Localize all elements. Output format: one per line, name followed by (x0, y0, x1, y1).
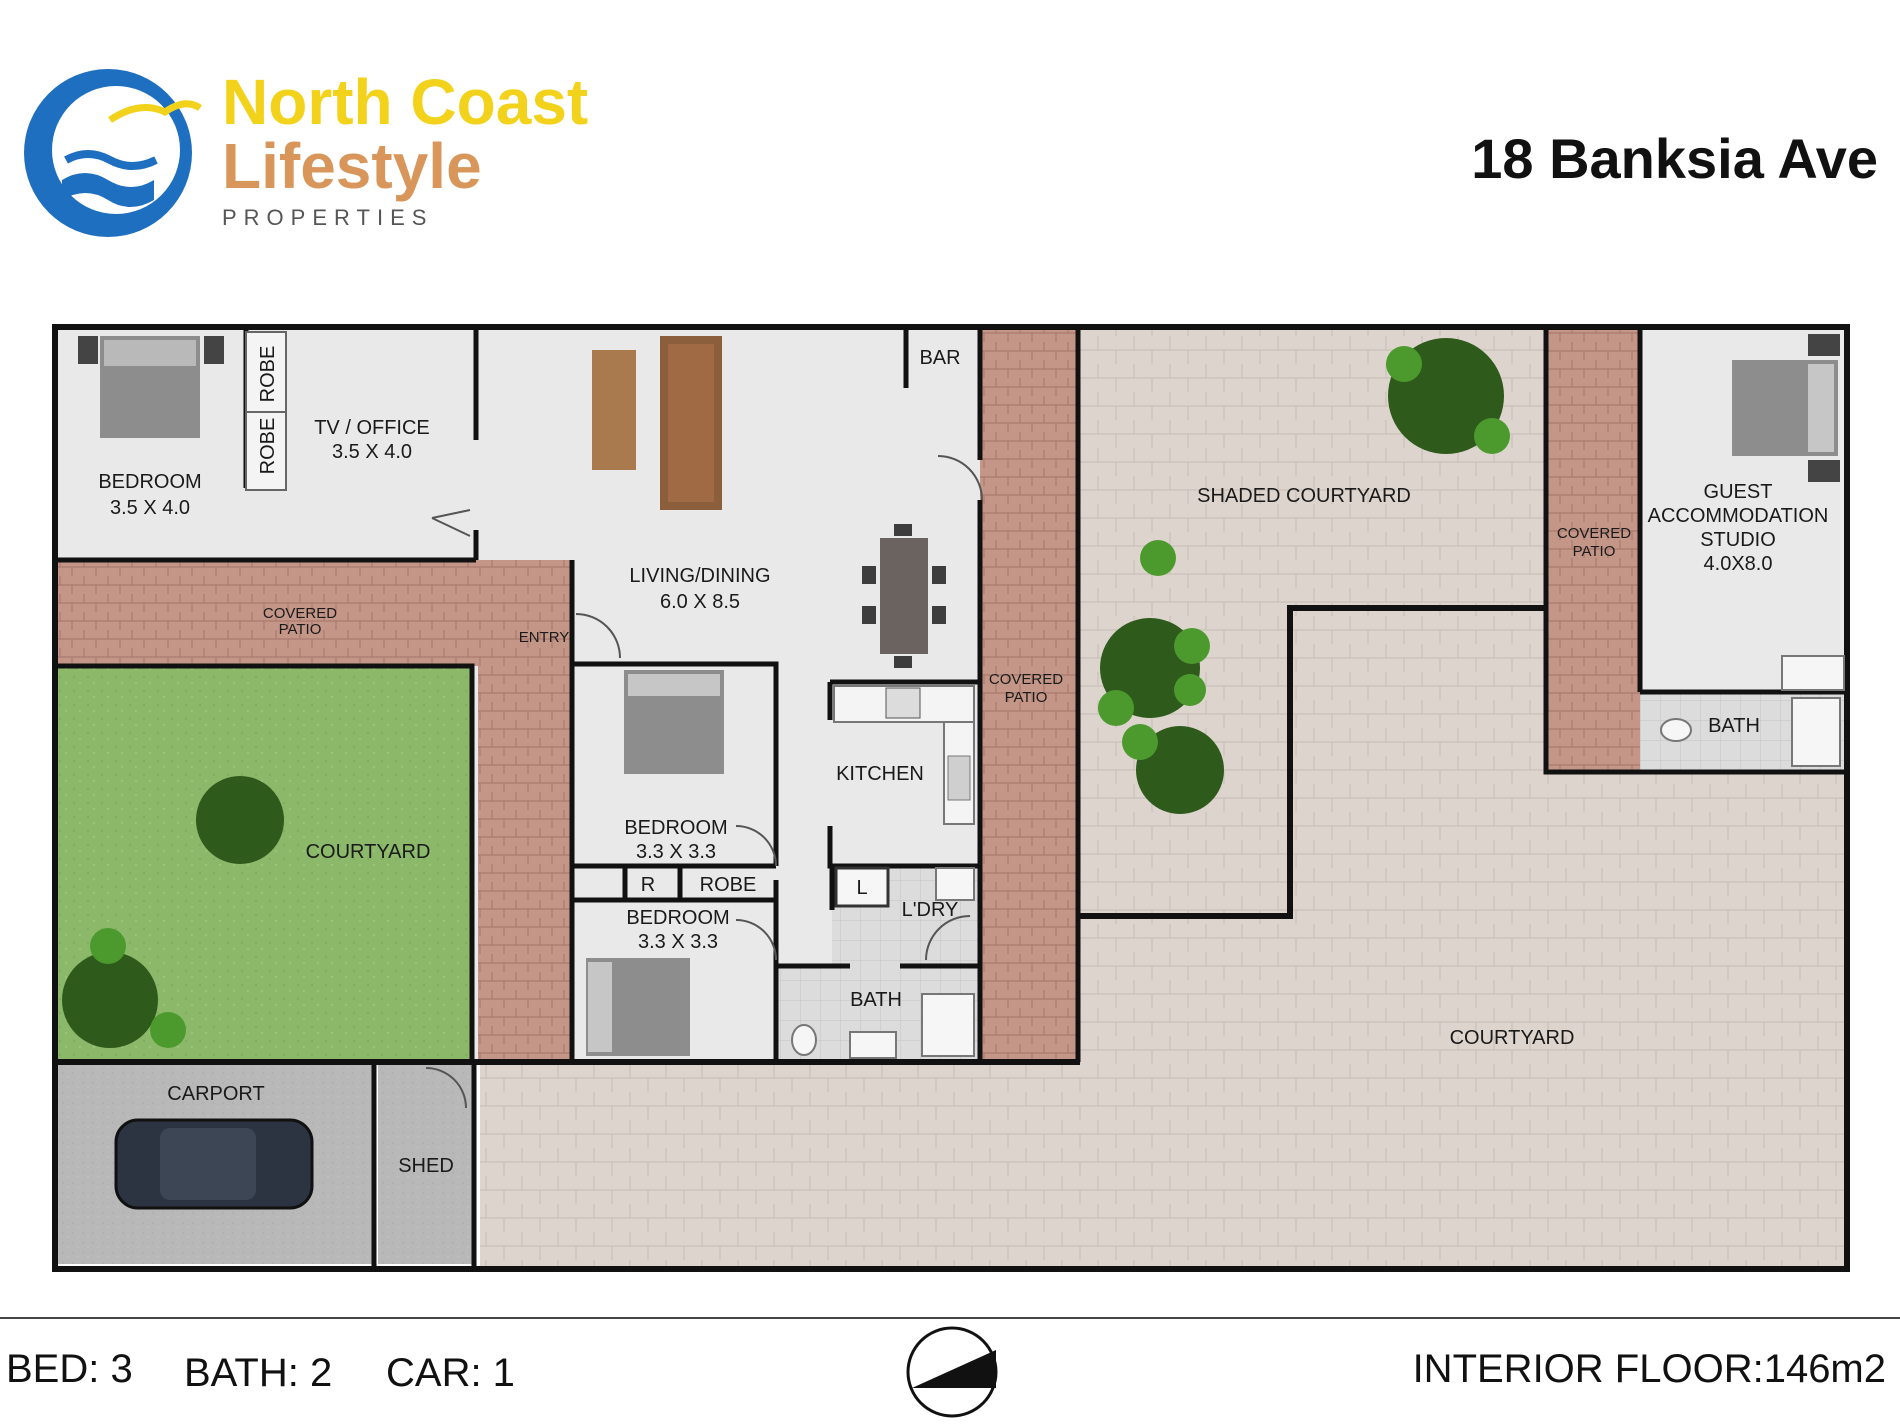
brand-logo (24, 69, 202, 237)
cooktop-icon (885, 687, 921, 719)
label-covered-patio-right-2: PATIO (1573, 543, 1616, 560)
footer-car: CAR: 1 (386, 1351, 515, 1395)
label-bedroom-2-size: 3.3 X 3.3 (636, 841, 716, 863)
footer-bath: BATH: 2 (184, 1351, 332, 1395)
label-robe-b: ROBE (257, 418, 279, 475)
label-bedroom-3: BEDROOM (626, 907, 729, 929)
label-covered-patio-left-1: COVERED (263, 605, 337, 622)
label-laundry: L'DRY (902, 899, 959, 921)
covered-patio-left (58, 560, 572, 1060)
covered-patio-right (1546, 330, 1640, 772)
footer-interior-floor: INTERIOR FLOOR:146m2 (1413, 1347, 1886, 1391)
covered-patio-mid (980, 330, 1078, 1060)
logo-wave-icon (62, 173, 154, 207)
guest-shower-icon (1791, 697, 1841, 767)
label-kitchen: KITCHEN (836, 763, 924, 785)
label-shed: SHED (398, 1155, 454, 1177)
basin-icon (849, 1031, 897, 1059)
label-covered-patio-left-2: PATIO (279, 621, 322, 638)
brand-line-3: PROPERTIES (222, 205, 433, 230)
logo-wave-icon-2 (64, 150, 158, 170)
furniture (78, 331, 1845, 1059)
shed-floor (378, 1064, 472, 1264)
label-bedroom-1: BEDROOM (98, 471, 201, 493)
shrub-icon (90, 346, 1510, 1048)
logo-bird-icon (108, 100, 202, 123)
label-bar: BAR (919, 347, 960, 369)
walls (52, 324, 1850, 1272)
label-courtyard-right: COURTYARD (1450, 1027, 1575, 1049)
label-courtyard-left: COURTYARD (306, 841, 431, 863)
label-r: R (641, 874, 655, 896)
label-covered-patio-right-1: COVERED (1557, 525, 1631, 542)
label-guest-2: ACCOMMODATION (1648, 505, 1829, 527)
brand-line-2: Lifestyle (222, 130, 482, 202)
label-guest-size: 4.0X8.0 (1704, 553, 1773, 575)
label-bedroom-1-size: 3.5 X 4.0 (110, 497, 190, 519)
label-covered-patio-mid-2: PATIO (1005, 689, 1048, 706)
property-address: 18 Banksia Ave (1471, 127, 1878, 190)
label-entry: ENTRY (519, 629, 570, 646)
label-tv-office: TV / OFFICE (314, 417, 430, 439)
compass-icon (906, 1326, 998, 1418)
label-robe-c: ROBE (700, 874, 757, 896)
guest-toilet-icon (1660, 718, 1692, 742)
label-covered-patio-mid-1: COVERED (989, 671, 1063, 688)
sink-icon (947, 755, 971, 801)
label-robe-a: ROBE (257, 346, 279, 403)
car-icon (114, 1118, 314, 1210)
doors (425, 455, 983, 1109)
label-bath-guest: BATH (1708, 715, 1760, 737)
label-guest-3: STUDIO (1700, 529, 1776, 551)
shower-icon (921, 993, 975, 1057)
label-shaded-courtyard: SHADED COURTYARD (1197, 485, 1411, 507)
label-carport: CARPORT (167, 1083, 264, 1105)
label-bedroom-2: BEDROOM (624, 817, 727, 839)
label-bedroom-3-size: 3.3 X 3.3 (638, 931, 718, 953)
laundry-tub-icon (935, 867, 975, 901)
coffee-table-icon (592, 350, 636, 470)
label-l: L (856, 877, 867, 899)
label-living-size: 6.0 X 8.5 (660, 591, 740, 613)
label-living: LIVING/DINING (629, 565, 770, 587)
plants (62, 338, 1510, 1048)
label-guest-1: GUEST (1704, 481, 1773, 503)
brand-line-1: North Coast (222, 66, 588, 138)
toilet-icon (791, 1024, 817, 1056)
footer-bed: BED: 3 (6, 1347, 133, 1391)
label-bath-main: BATH (850, 989, 902, 1011)
dining-table-icon (880, 538, 928, 654)
label-tv-office-size: 3.5 X 4.0 (332, 441, 412, 463)
